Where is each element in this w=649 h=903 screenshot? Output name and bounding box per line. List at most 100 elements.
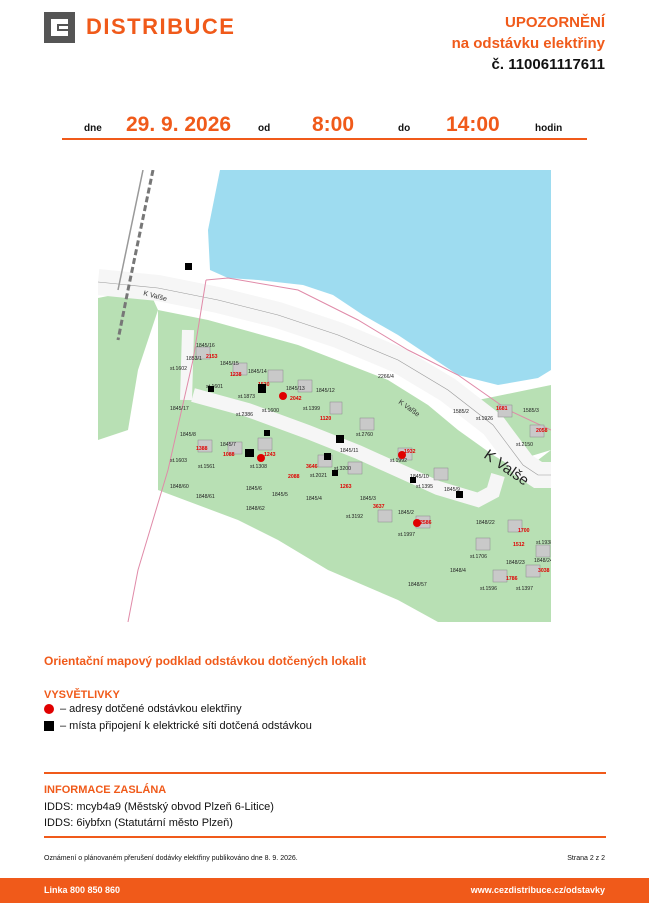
parcel-label: 1848/22 bbox=[476, 520, 495, 526]
railway bbox=[116, 170, 155, 341]
parcel-label: 2058 bbox=[536, 428, 548, 434]
page-number: Strana 2 z 2 bbox=[567, 855, 605, 862]
parcel-label: 1585/2 bbox=[453, 409, 469, 415]
parcel-label: 1585/3 bbox=[523, 408, 539, 414]
label-to: do bbox=[398, 123, 411, 134]
connection-point bbox=[332, 470, 338, 476]
parcel-label: st.1397 bbox=[516, 586, 533, 592]
notice-number: č. 110061117611 bbox=[491, 56, 605, 73]
info-title: INFORMACE ZASLÁNA bbox=[44, 784, 167, 796]
label-hours: hodin bbox=[535, 123, 563, 134]
parcel-label: 1845/5 bbox=[272, 492, 288, 498]
parcel-label: 1845/9 bbox=[444, 487, 460, 493]
hotline: Linka 800 850 860 bbox=[44, 885, 121, 895]
cez-logo bbox=[44, 12, 75, 43]
parcel-label: st.2760 bbox=[356, 432, 373, 438]
parcel-label: st.1602 bbox=[170, 366, 187, 372]
parcel-label: st.1992 bbox=[390, 458, 407, 464]
separator bbox=[44, 772, 606, 774]
notice-heading: UPOZORNĚNÍ na odstávku elektřiny č. 1100… bbox=[452, 12, 605, 75]
website-link[interactable]: www.cezdistribuce.cz/odstavky bbox=[470, 885, 605, 895]
parcel-label: 1845/7 bbox=[220, 442, 236, 448]
parcel-label: st.1600 bbox=[262, 408, 279, 414]
parcel-label: 1848/24 bbox=[534, 558, 551, 564]
parcel-label: 1681 bbox=[496, 406, 508, 412]
black-square-icon bbox=[44, 721, 54, 731]
boundary-line bbox=[205, 277, 551, 431]
parcel-label: st.1603 bbox=[170, 458, 187, 464]
parcel-label: 1845/6 bbox=[246, 486, 262, 492]
parcel-label: 1845/13 bbox=[286, 386, 305, 392]
parcel-label: 1786 bbox=[506, 576, 518, 582]
parcel-label: 1845/8 bbox=[180, 432, 196, 438]
connection-point bbox=[258, 384, 266, 393]
parcel-label: 1243 bbox=[264, 452, 276, 458]
publication-note: Oznámení o plánovaném přerušení dodávky … bbox=[44, 855, 298, 862]
parcel-label: st.2021 bbox=[310, 473, 327, 479]
map-caption: Orientační mapový podklad odstávkou dotč… bbox=[44, 654, 367, 668]
parcel-label: 3646 bbox=[306, 464, 318, 470]
legend-item-connection: – místa připojení k elektrické síti dotč… bbox=[44, 720, 312, 732]
parcel-label: 1932 bbox=[404, 449, 416, 455]
legend-item-address: – adresy dotčené odstávkou elektřiny bbox=[44, 703, 242, 715]
connection-point bbox=[245, 449, 254, 457]
notice-subtitle: na odstávku elektřiny bbox=[451, 35, 605, 52]
red-dot-icon bbox=[44, 704, 54, 714]
affected-address bbox=[279, 392, 287, 400]
connection-point bbox=[185, 263, 192, 270]
affected-address bbox=[398, 451, 406, 459]
info-line-2: IDDS: 6iybfxn (Statutární město Plzeň) bbox=[44, 817, 233, 829]
parcel-label: 3038 bbox=[538, 568, 550, 574]
parcel-label: 2266/4 bbox=[378, 374, 394, 380]
parcel-label: st.3192 bbox=[346, 514, 363, 520]
brand-name: DISTRIBUCE bbox=[86, 14, 236, 39]
parcel-label: st.1938 bbox=[536, 540, 551, 546]
parcel-label: 1238 bbox=[230, 372, 242, 378]
parcel-label: 1512 bbox=[513, 542, 525, 548]
parcel-label: 1845/11 bbox=[340, 448, 358, 454]
parcel-label: 2153 bbox=[206, 354, 218, 360]
parcel-label: st.2150 bbox=[516, 442, 533, 448]
connection-point bbox=[264, 430, 270, 436]
parcel-label: st.1399 bbox=[303, 406, 320, 412]
parcel-label: 1848/60 bbox=[170, 484, 189, 490]
parcel-label: 1700 bbox=[518, 528, 530, 534]
parcel-label: 1848/23 bbox=[506, 560, 525, 566]
parcel-label: 2586 bbox=[420, 520, 432, 526]
parcel-label: st.1601 bbox=[206, 384, 223, 390]
parcel-label: st.1873 bbox=[238, 394, 255, 400]
legend-address-label: – adresy dotčené odstávkou elektřiny bbox=[60, 703, 242, 715]
road-inner-loop bbox=[191, 388, 505, 508]
lake bbox=[208, 170, 551, 385]
parcel-label: st.1596 bbox=[480, 586, 497, 592]
parcel-label: st.1561 bbox=[198, 464, 215, 470]
green-area-left bbox=[98, 288, 158, 440]
parcel-label: 1845/17 bbox=[170, 406, 189, 412]
parcel-label: 1845/12 bbox=[316, 388, 335, 394]
notice-title: UPOZORNĚNÍ bbox=[504, 14, 605, 31]
parcel-label: st.2386 bbox=[236, 412, 253, 418]
connection-point bbox=[324, 453, 331, 460]
label-date: dne bbox=[84, 123, 102, 134]
parcel-label: 1845/15 bbox=[220, 361, 239, 367]
legend-connection-label: – místa připojení k elektrické síti dotč… bbox=[60, 720, 312, 732]
separator bbox=[44, 836, 606, 838]
parcel-label: 1845/10 bbox=[410, 474, 429, 480]
connection-point bbox=[208, 386, 214, 392]
parcel-label: 1263 bbox=[340, 484, 352, 490]
outage-date: 29. 9. 2026 bbox=[126, 113, 232, 136]
parcel-label: 1845/16 bbox=[196, 343, 215, 349]
parcel-label: 1088 bbox=[223, 452, 235, 458]
outage-time-from: 8:00 bbox=[312, 113, 355, 136]
parcel-label: 1845/3 bbox=[360, 496, 376, 502]
parcel-label: 1848/57 bbox=[408, 582, 427, 588]
footer-bar: Linka 800 850 860 www.cezdistribuce.cz/o… bbox=[0, 878, 649, 903]
parcel-label: st.1706 bbox=[470, 554, 487, 560]
parcel-label: 1848/4 bbox=[450, 568, 466, 574]
parcel-label: 1848/62 bbox=[246, 506, 265, 512]
affected-address bbox=[413, 519, 421, 527]
parcel-label: 1120 bbox=[320, 416, 331, 422]
label-from: od bbox=[258, 123, 271, 134]
parcel-label: st.1997 bbox=[398, 532, 415, 538]
